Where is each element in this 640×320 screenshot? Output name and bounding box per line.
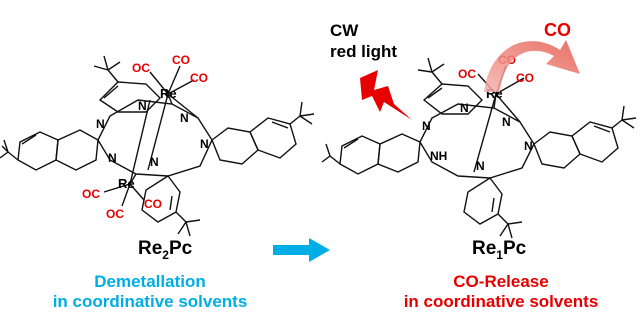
svg-text:N: N [460, 101, 469, 115]
re1pc-structure [321, 57, 637, 239]
re1pc-prefix: Re [472, 238, 497, 259]
svg-text:N: N [138, 99, 147, 113]
re1pc-label: Re1Pc [472, 238, 526, 262]
svg-text:CO: CO [144, 197, 162, 211]
light-label: CW red light [330, 20, 397, 62]
re1pc-atom-labels: Re OC CO CO N NH N N N N [422, 53, 534, 173]
svg-text:Re: Re [160, 86, 177, 101]
re2pc-prefix: Re [138, 238, 163, 259]
svg-text:CO: CO [172, 53, 190, 67]
re1pc-subscript: 1 [496, 247, 503, 262]
svg-text:NH: NH [430, 149, 447, 163]
right-caption: CO-Release in coordinative solvents [370, 272, 632, 312]
svg-text:OC: OC [132, 61, 150, 75]
left-caption-line-1: Demetallation [94, 272, 206, 291]
re2pc-atom-labels: Re Re OC CO CO OC OC CO N N N N N N [82, 53, 209, 221]
svg-text:N: N [200, 137, 209, 151]
svg-text:CO: CO [516, 71, 534, 85]
left-caption-line-2: in coordinative solvents [52, 292, 248, 311]
co-release-arrow [484, 40, 580, 92]
svg-text:N: N [524, 139, 533, 153]
svg-text:N: N [180, 111, 189, 125]
re2pc-suffix: Pc [168, 238, 193, 259]
svg-text:N: N [150, 155, 159, 169]
right-caption-line-1: CO-Release [453, 272, 549, 291]
svg-text:CO: CO [190, 71, 208, 85]
svg-text:N: N [422, 119, 431, 133]
light-label-line-1: CW [330, 21, 359, 40]
left-caption: Demetallation in coordinative solvents [20, 272, 280, 312]
re2pc-label: Re2Pc [138, 238, 192, 262]
reaction-arrow [273, 238, 330, 262]
svg-text:N: N [96, 117, 105, 131]
right-caption-line-2: in coordinative solvents [403, 292, 599, 311]
co-product-label: CO [544, 20, 571, 40]
svg-text:OC: OC [82, 187, 100, 201]
svg-text:N: N [108, 151, 117, 165]
light-label-line-2: red light [330, 42, 398, 61]
svg-text:OC: OC [106, 207, 124, 221]
re1pc-suffix: Pc [502, 238, 527, 259]
re2pc-subscript: 2 [162, 247, 169, 262]
re2pc-structure [0, 55, 315, 237]
svg-text:N: N [502, 115, 511, 129]
svg-text:N: N [476, 159, 485, 173]
lightning-bolt-icon [360, 70, 412, 120]
svg-text:Re: Re [118, 176, 135, 191]
svg-text:OC: OC [458, 67, 476, 81]
